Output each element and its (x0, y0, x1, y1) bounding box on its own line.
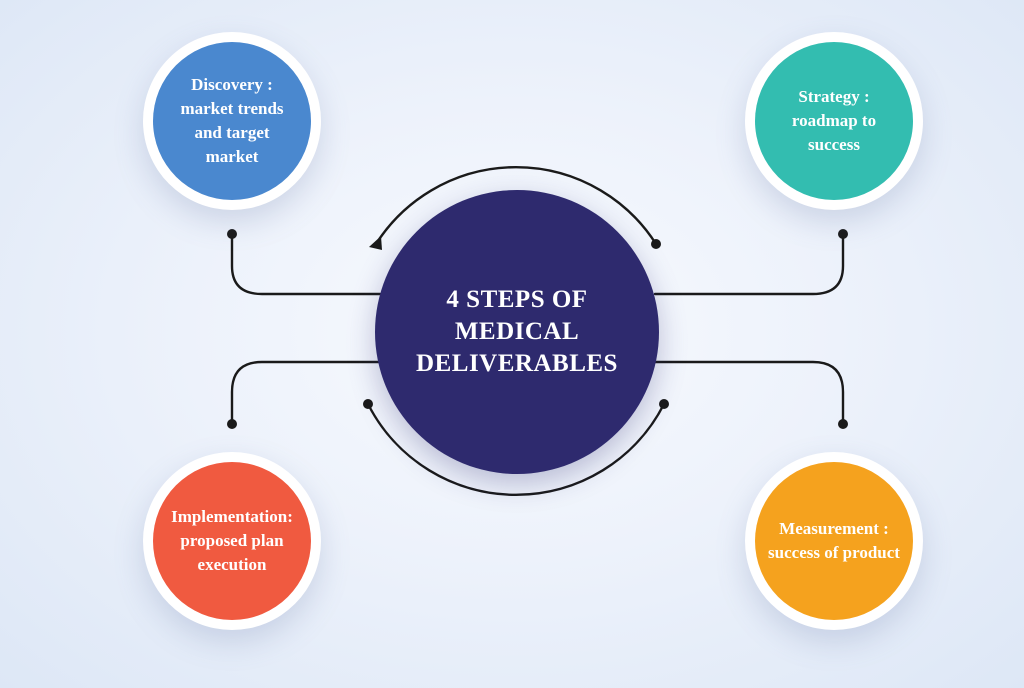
implementation-ring: Implementation: proposed plan execution (143, 452, 321, 630)
top-arc-end-dot (651, 239, 661, 249)
strategy-connector (653, 232, 845, 296)
strategy-step: Strategy : roadmap to success (755, 42, 913, 200)
implementation-label: Implementation: proposed plan execution (171, 507, 293, 574)
bottom-arc-start-dot (363, 399, 373, 409)
measurement-connector-dot (838, 419, 848, 429)
implementation-connector (230, 360, 382, 426)
center-disc: 4 STEPS OF MEDICAL DELIVERABLES (375, 190, 659, 474)
discovery-label: Discovery : market trends and target mar… (180, 75, 284, 166)
bottom-arc-end-dot (659, 399, 669, 409)
discovery-connector (230, 232, 382, 296)
implementation-step: Implementation: proposed plan execution (153, 462, 311, 620)
discovery-connector-dot (227, 229, 237, 239)
measurement-step: Measurement : success of product (755, 462, 913, 620)
top-arc-arrowhead (369, 236, 382, 250)
measurement-ring: Measurement : success of product (745, 452, 923, 630)
bottom-arc (366, 402, 666, 496)
top-arc (374, 165, 658, 246)
measurement-label: Measurement : success of product (768, 519, 900, 562)
measurement-connector (653, 360, 845, 426)
implementation-connector-dot (227, 419, 237, 429)
discovery-ring: Discovery : market trends and target mar… (143, 32, 321, 210)
strategy-connector-dot (838, 229, 848, 239)
discovery-step: Discovery : market trends and target mar… (153, 42, 311, 200)
strategy-ring: Strategy : roadmap to success (745, 32, 923, 210)
center-title: 4 STEPS OF MEDICAL DELIVERABLES (416, 286, 618, 377)
strategy-label: Strategy : roadmap to success (791, 87, 877, 154)
